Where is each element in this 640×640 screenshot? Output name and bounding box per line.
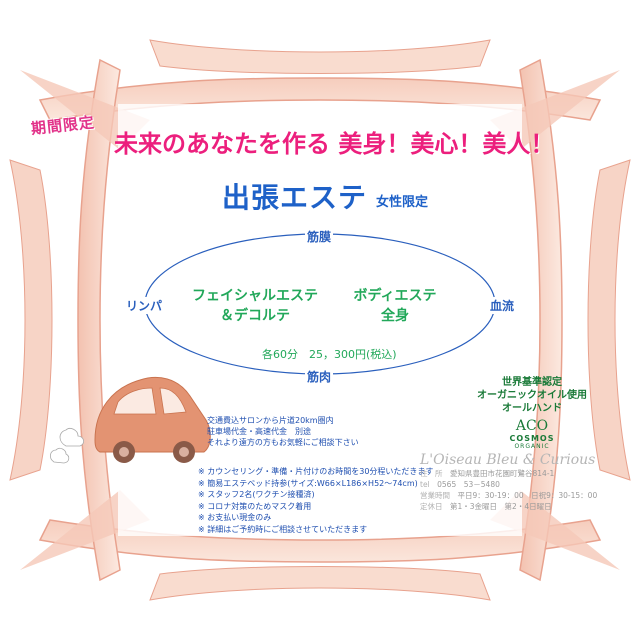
campaign-headline: 未来のあなたを作る 美身！美心！美人！ — [114, 130, 555, 158]
travel-line: 駐車場代金・高速代金 別途 — [207, 427, 311, 436]
note-mark: ※ — [198, 501, 205, 511]
cycle-node-muscle: 筋肉 — [305, 368, 334, 385]
shop-name-left: L'Oiseau Bleu — [420, 452, 519, 468]
note-mark: ※ — [198, 467, 205, 476]
note-text: 詳細はご予約時にご相談させていただきます — [207, 524, 368, 534]
organic-line1: 世界基準認定 — [502, 377, 562, 388]
menu-facial-line2: ＆デコルテ — [220, 308, 290, 324]
notes-list: ※ カウンセリング・準備・片付けのお時間を30分程いただきます ※ 簡易エステベ… — [198, 466, 433, 535]
menu-body: ボディエステ 全身 — [340, 286, 450, 326]
list-item: ※ 簡易エステベッド持参(サイズ:W66×L186×H52〜74cm) — [198, 478, 433, 490]
shop-row-value: 第1・3金曜日 第2・4日曜日 — [450, 502, 552, 511]
shop-row-value: 平日9：30-19：00 日祝9：30-15：00 — [457, 491, 598, 500]
frame-corner-tr — [490, 70, 620, 150]
service-subtitle: 女性限定 — [376, 195, 429, 210]
frame-corner-br — [490, 490, 620, 570]
shop-tel: tel 0565 53－5480 — [420, 479, 620, 490]
note-mark: ※ — [198, 513, 205, 522]
shop-row-value: 0565 53－5480 — [437, 480, 500, 489]
shop-info: L'Oiseau Bleu & Curious 住 所 愛知県豊田市花園町鷺谷8… — [420, 452, 620, 512]
cycle-node-bloodflow: 血流 — [488, 297, 517, 314]
note-mark: ※ — [198, 490, 205, 499]
travel-line: 交通費込サロンから片道20km圏内 — [207, 416, 334, 425]
shop-row-value: 愛知県豊田市花園町鷺谷814-1 — [450, 469, 555, 478]
travel-line: それより遠方の方もお気軽にご相談下さい — [207, 438, 359, 447]
shop-logo: L'Oiseau Bleu & Curious — [420, 452, 620, 468]
menu-facial-line1: フェイシャルエステ — [192, 288, 318, 304]
frame-left-band — [77, 58, 121, 582]
shop-name-right: Curious — [539, 452, 596, 468]
organic-line2: オーガニックオイル使用 — [477, 390, 587, 401]
note-mark: ※ — [198, 478, 205, 488]
list-item: ※ 詳細はご予約時にご相談させていただきます — [198, 524, 433, 536]
list-item: ※ カウンセリング・準備・片付けのお時間を30分程いただきます — [198, 466, 433, 478]
note-text: お支払い現金のみ — [207, 513, 272, 522]
frame-top-band — [38, 77, 602, 121]
shop-row-label: 定休日 — [420, 502, 443, 511]
cycle-node-fascia: 筋膜 — [305, 228, 334, 245]
car-icon — [50, 376, 211, 464]
frame-corner-bl — [20, 490, 150, 570]
menu-facial: フェイシャルエステ ＆デコルテ — [190, 286, 320, 326]
content-panel — [118, 104, 522, 536]
organic-certification: 世界基準認定 オーガニックオイル使用 オールハンド ACO COSMOS ORG… — [472, 376, 592, 451]
list-item: ※ コロナ対策のためマスク着用 — [198, 501, 433, 513]
list-item: ※ スタッフ2名(ワクチン接種済) — [198, 489, 433, 501]
note-text: 簡易エステベッド持参(サイズ:W66×L186×H52〜74cm) — [207, 478, 418, 488]
aco-logo: ACO — [515, 418, 549, 434]
note-text: スタッフ2名(ワクチン接種済) — [207, 490, 315, 499]
organic-line3: オールハンド — [502, 403, 562, 414]
travel-info: 交通費込サロンから片道20km圏内 駐車場代金・高速代金 別途 それより遠方の方… — [207, 415, 359, 448]
note-text: コロナ対策のためマスク着用 — [207, 501, 312, 511]
cycle-node-lymph: リンパ — [124, 297, 165, 314]
frame-top-outer — [149, 39, 491, 74]
frame-right-band — [519, 58, 563, 582]
aco-logo-cosmos: COSMOS — [509, 434, 555, 443]
shop-hours: 営業時間 平日9：30-19：00 日祝9：30-15：00 — [420, 490, 620, 501]
shop-name-amp: & — [522, 452, 536, 468]
service-title: 出張エステ — [222, 181, 368, 214]
shop-row-label: tel — [420, 480, 430, 489]
list-item: ※ お支払い現金のみ — [198, 512, 433, 524]
frame-bottom-band — [38, 519, 602, 563]
aco-logo-organic: ORGANIC — [514, 443, 550, 450]
note-text: カウンセリング・準備・片付けのお時間を30分程いただきます — [207, 467, 434, 476]
frame-left-outer — [9, 159, 53, 481]
price-text: 各60分 25，300円(税込) — [262, 348, 397, 361]
shop-address: 住 所 愛知県豊田市花園町鷺谷814-1 — [420, 468, 620, 479]
menu-body-line2: 全身 — [381, 308, 409, 324]
shop-row-label: 営業時間 — [420, 491, 450, 500]
frame-corner-tl — [20, 70, 150, 150]
note-mark: ※ — [198, 524, 205, 534]
shop-row-label: 住 所 — [420, 469, 443, 478]
shop-closed-days: 定休日 第1・3金曜日 第2・4日曜日 — [420, 501, 620, 512]
menu-body-line1: ボディエステ — [353, 288, 437, 304]
frame-bottom-outer — [149, 566, 491, 601]
frame-right-outer — [587, 159, 631, 481]
